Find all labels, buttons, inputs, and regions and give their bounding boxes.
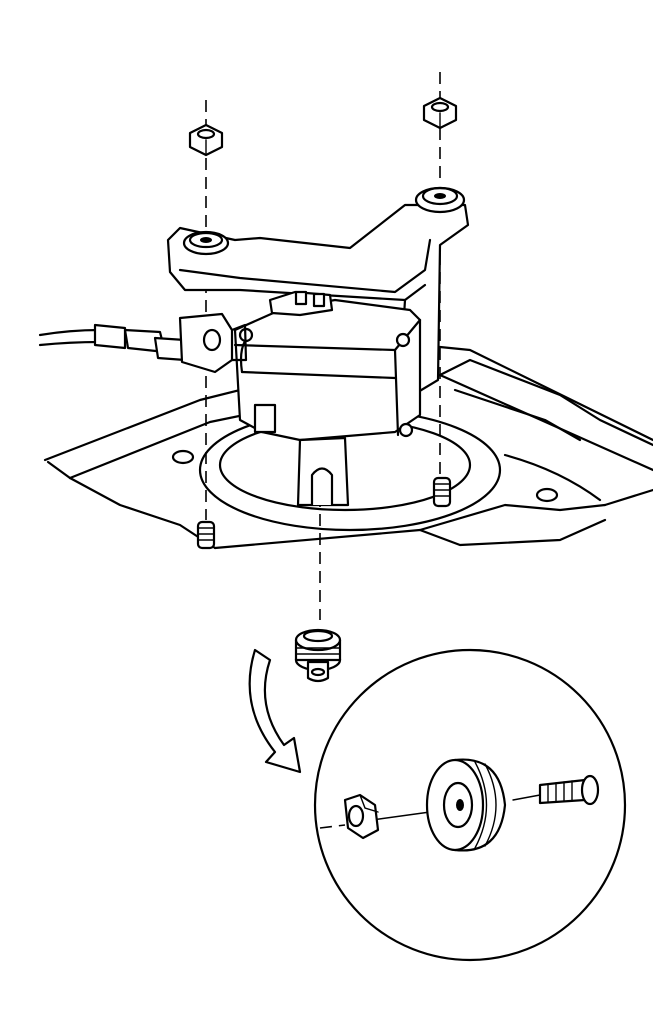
isolator-grommet: [294, 628, 342, 683]
detail-view-bolt: [538, 774, 600, 806]
mounting-nut-left: [188, 123, 224, 157]
detail-view-isolator: [425, 758, 507, 852]
detail-view-nut: [343, 793, 380, 840]
wiring-harness-connector: [38, 312, 248, 374]
electronic-module: [233, 290, 422, 507]
module-bracket: [166, 186, 470, 394]
mounting-stud-left: [196, 520, 216, 550]
detail-callout-arrow: [248, 648, 302, 774]
floor-panel: [43, 343, 653, 550]
mounting-stud-right: [432, 476, 452, 508]
detail-view: [313, 648, 627, 962]
mounting-nut-right: [422, 96, 458, 130]
